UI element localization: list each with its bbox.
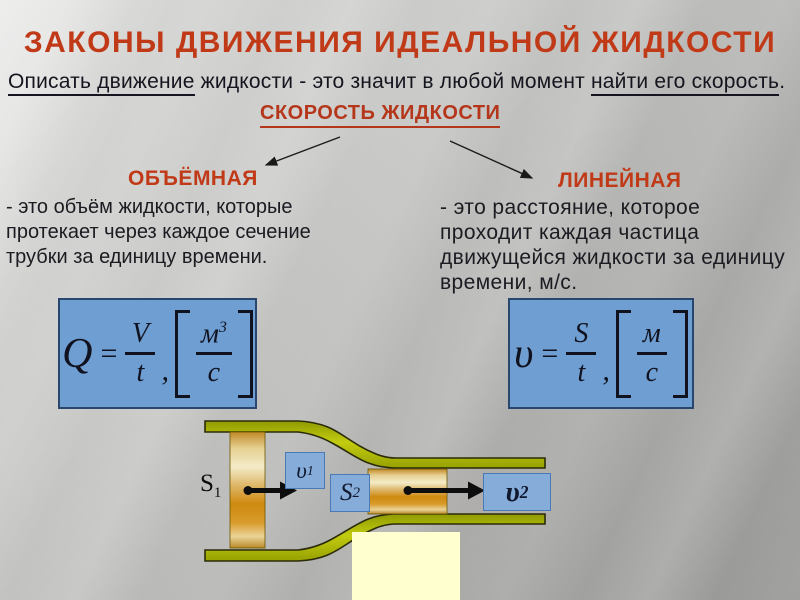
heading-volumetric: ОБЪЁМНАЯ bbox=[128, 167, 258, 190]
volumetric-definition: - это объём жидкости, которые протекает … bbox=[6, 195, 311, 270]
fraction-v-over-t: V t bbox=[125, 320, 156, 387]
pipe-wall-top bbox=[204, 420, 546, 469]
right-bracket bbox=[237, 309, 253, 398]
text-line: - это объём жидкости, которые bbox=[6, 196, 293, 218]
label-s1: S1 bbox=[200, 470, 222, 501]
subtitle-underline-2: найти его скорость bbox=[590, 70, 780, 96]
text-line: проходит каждая частица bbox=[440, 221, 700, 244]
fraction-bar bbox=[125, 352, 156, 355]
formula-volumetric-flow: Q = V t , м3 с bbox=[58, 298, 257, 409]
text-line: движущейся жидкости за единицу bbox=[440, 246, 786, 269]
exponent: 3 bbox=[218, 319, 227, 337]
subscript: 2 bbox=[352, 484, 361, 501]
arrow-to-volumetric bbox=[264, 136, 341, 166]
heading-linear: ЛИНЕЙНАЯ bbox=[558, 169, 682, 192]
linear-definition: - это расстояние, которое проходит кажда… bbox=[440, 195, 785, 295]
page-title: ЗАКОНЫ ДВИЖЕНИЯ ИДЕАЛЬНОЙ ЖИДКОСТИ bbox=[23, 26, 777, 60]
subtitle-middle: жидкости - это значит в любой момент bbox=[194, 70, 591, 93]
subtitle: Описать движение жидкости - это значит в… bbox=[8, 70, 786, 96]
formula-lhs: Q bbox=[62, 330, 93, 377]
comma: , bbox=[161, 353, 169, 387]
left-bracket bbox=[174, 309, 190, 398]
equals-sign: = bbox=[100, 336, 118, 370]
fraction-s-over-t: S t bbox=[566, 320, 597, 387]
unit-m3-per-s: м3 с bbox=[195, 319, 232, 387]
subtitle-underline-1: Описать движение bbox=[8, 70, 195, 96]
subscript: 2 bbox=[519, 481, 529, 502]
text-line: трубки за единицу времени. bbox=[6, 246, 268, 268]
pipe-wall-bottom bbox=[204, 513, 546, 562]
subscript: 1 bbox=[306, 462, 314, 478]
text-line: протекает через каждое сечение bbox=[6, 221, 311, 243]
fraction-bar bbox=[566, 352, 597, 355]
flow-arrow-2 bbox=[403, 481, 485, 500]
text-line: времени, м/с. bbox=[440, 271, 578, 294]
flow-arrow-1 bbox=[243, 481, 297, 500]
text-line: - это расстояние, которое bbox=[440, 196, 701, 219]
left-bracket bbox=[615, 309, 631, 398]
fluid-speed-label: СКОРОСТЬ ЖИДКОСТИ bbox=[260, 102, 501, 128]
fraction-bar bbox=[195, 352, 232, 355]
subtitle-period: . bbox=[779, 70, 786, 93]
comma: , bbox=[602, 353, 610, 387]
equals-sign: = bbox=[541, 336, 559, 370]
unit-m-per-s: м с bbox=[636, 320, 667, 387]
right-bracket bbox=[672, 309, 688, 398]
arrow-to-linear bbox=[449, 140, 534, 179]
fraction-bar bbox=[636, 352, 667, 355]
formula-lhs: υ bbox=[514, 330, 534, 377]
yellow-note-rect bbox=[352, 532, 460, 600]
subscript: 1 bbox=[213, 485, 222, 501]
formula-linear-velocity: υ = S t , м с bbox=[508, 298, 694, 409]
